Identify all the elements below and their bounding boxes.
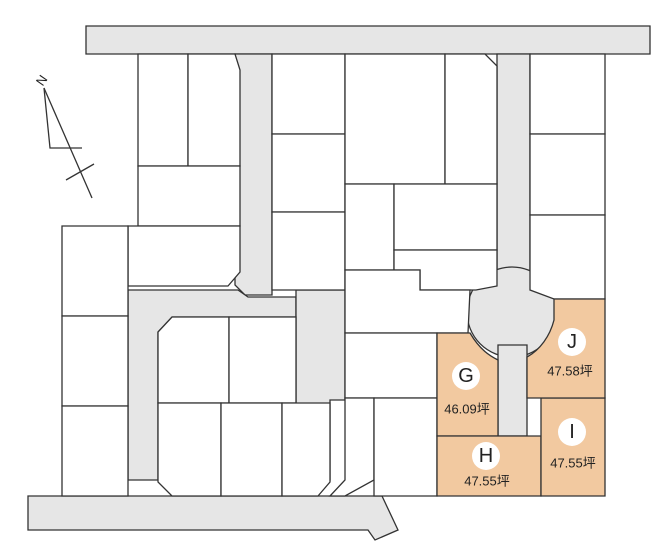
plot-i-id: I: [569, 421, 575, 443]
north-label: N: [33, 72, 51, 88]
road-bottom: [27, 495, 399, 541]
lot: [328, 397, 375, 497]
road-stub: [497, 344, 528, 437]
north-arrow-cross: [65, 163, 95, 181]
label-h-badge: [472, 442, 500, 470]
label-j-badge: [558, 328, 586, 356]
lot: [137, 165, 241, 227]
north-arrow-shaft: [43, 87, 93, 199]
plot-h-id: H: [479, 445, 493, 467]
label-j: J 47.58坪: [547, 328, 593, 379]
north-arrow-head: [43, 87, 82, 149]
plot-g-id: G: [458, 365, 474, 387]
lot: [157, 316, 230, 404]
lot: [157, 402, 222, 497]
label-i-badge: [558, 418, 586, 446]
lot: [444, 53, 498, 185]
plot-i-area: 47.55坪: [550, 456, 596, 471]
sale-lots: [436, 298, 606, 497]
lot: [344, 53, 446, 185]
lot: [529, 133, 606, 216]
lot: [393, 183, 498, 251]
plot-h-area: 47.55坪: [464, 474, 510, 489]
lot: [228, 316, 297, 404]
plot-g-area: 46.09坪: [444, 402, 490, 417]
lot: [271, 211, 346, 291]
lot: [529, 53, 606, 135]
lot: [529, 214, 606, 300]
label-g-badge: [452, 362, 480, 390]
plot-j-area: 47.58坪: [547, 364, 593, 379]
lot: [271, 53, 346, 135]
lot: [127, 225, 241, 287]
label-g: G 46.09坪: [444, 362, 490, 417]
lot: [61, 225, 129, 317]
lot: [61, 315, 129, 407]
lots: [61, 53, 606, 497]
label-i: I 47.55坪: [550, 418, 596, 471]
north-arrow: N: [33, 72, 95, 199]
lot: [61, 405, 129, 497]
plot-j-id: J: [567, 331, 577, 353]
lot: [281, 402, 331, 497]
lot-i[interactable]: [540, 397, 606, 497]
lot: [344, 332, 438, 399]
label-h: H 47.55坪: [464, 442, 510, 489]
lot: [344, 183, 395, 271]
lot: [137, 53, 189, 167]
lot: [373, 397, 438, 497]
lot: [271, 133, 346, 213]
road-right-vertical: [496, 53, 531, 286]
road-top: [85, 25, 651, 55]
lot: [220, 402, 283, 497]
lot: [187, 53, 241, 167]
